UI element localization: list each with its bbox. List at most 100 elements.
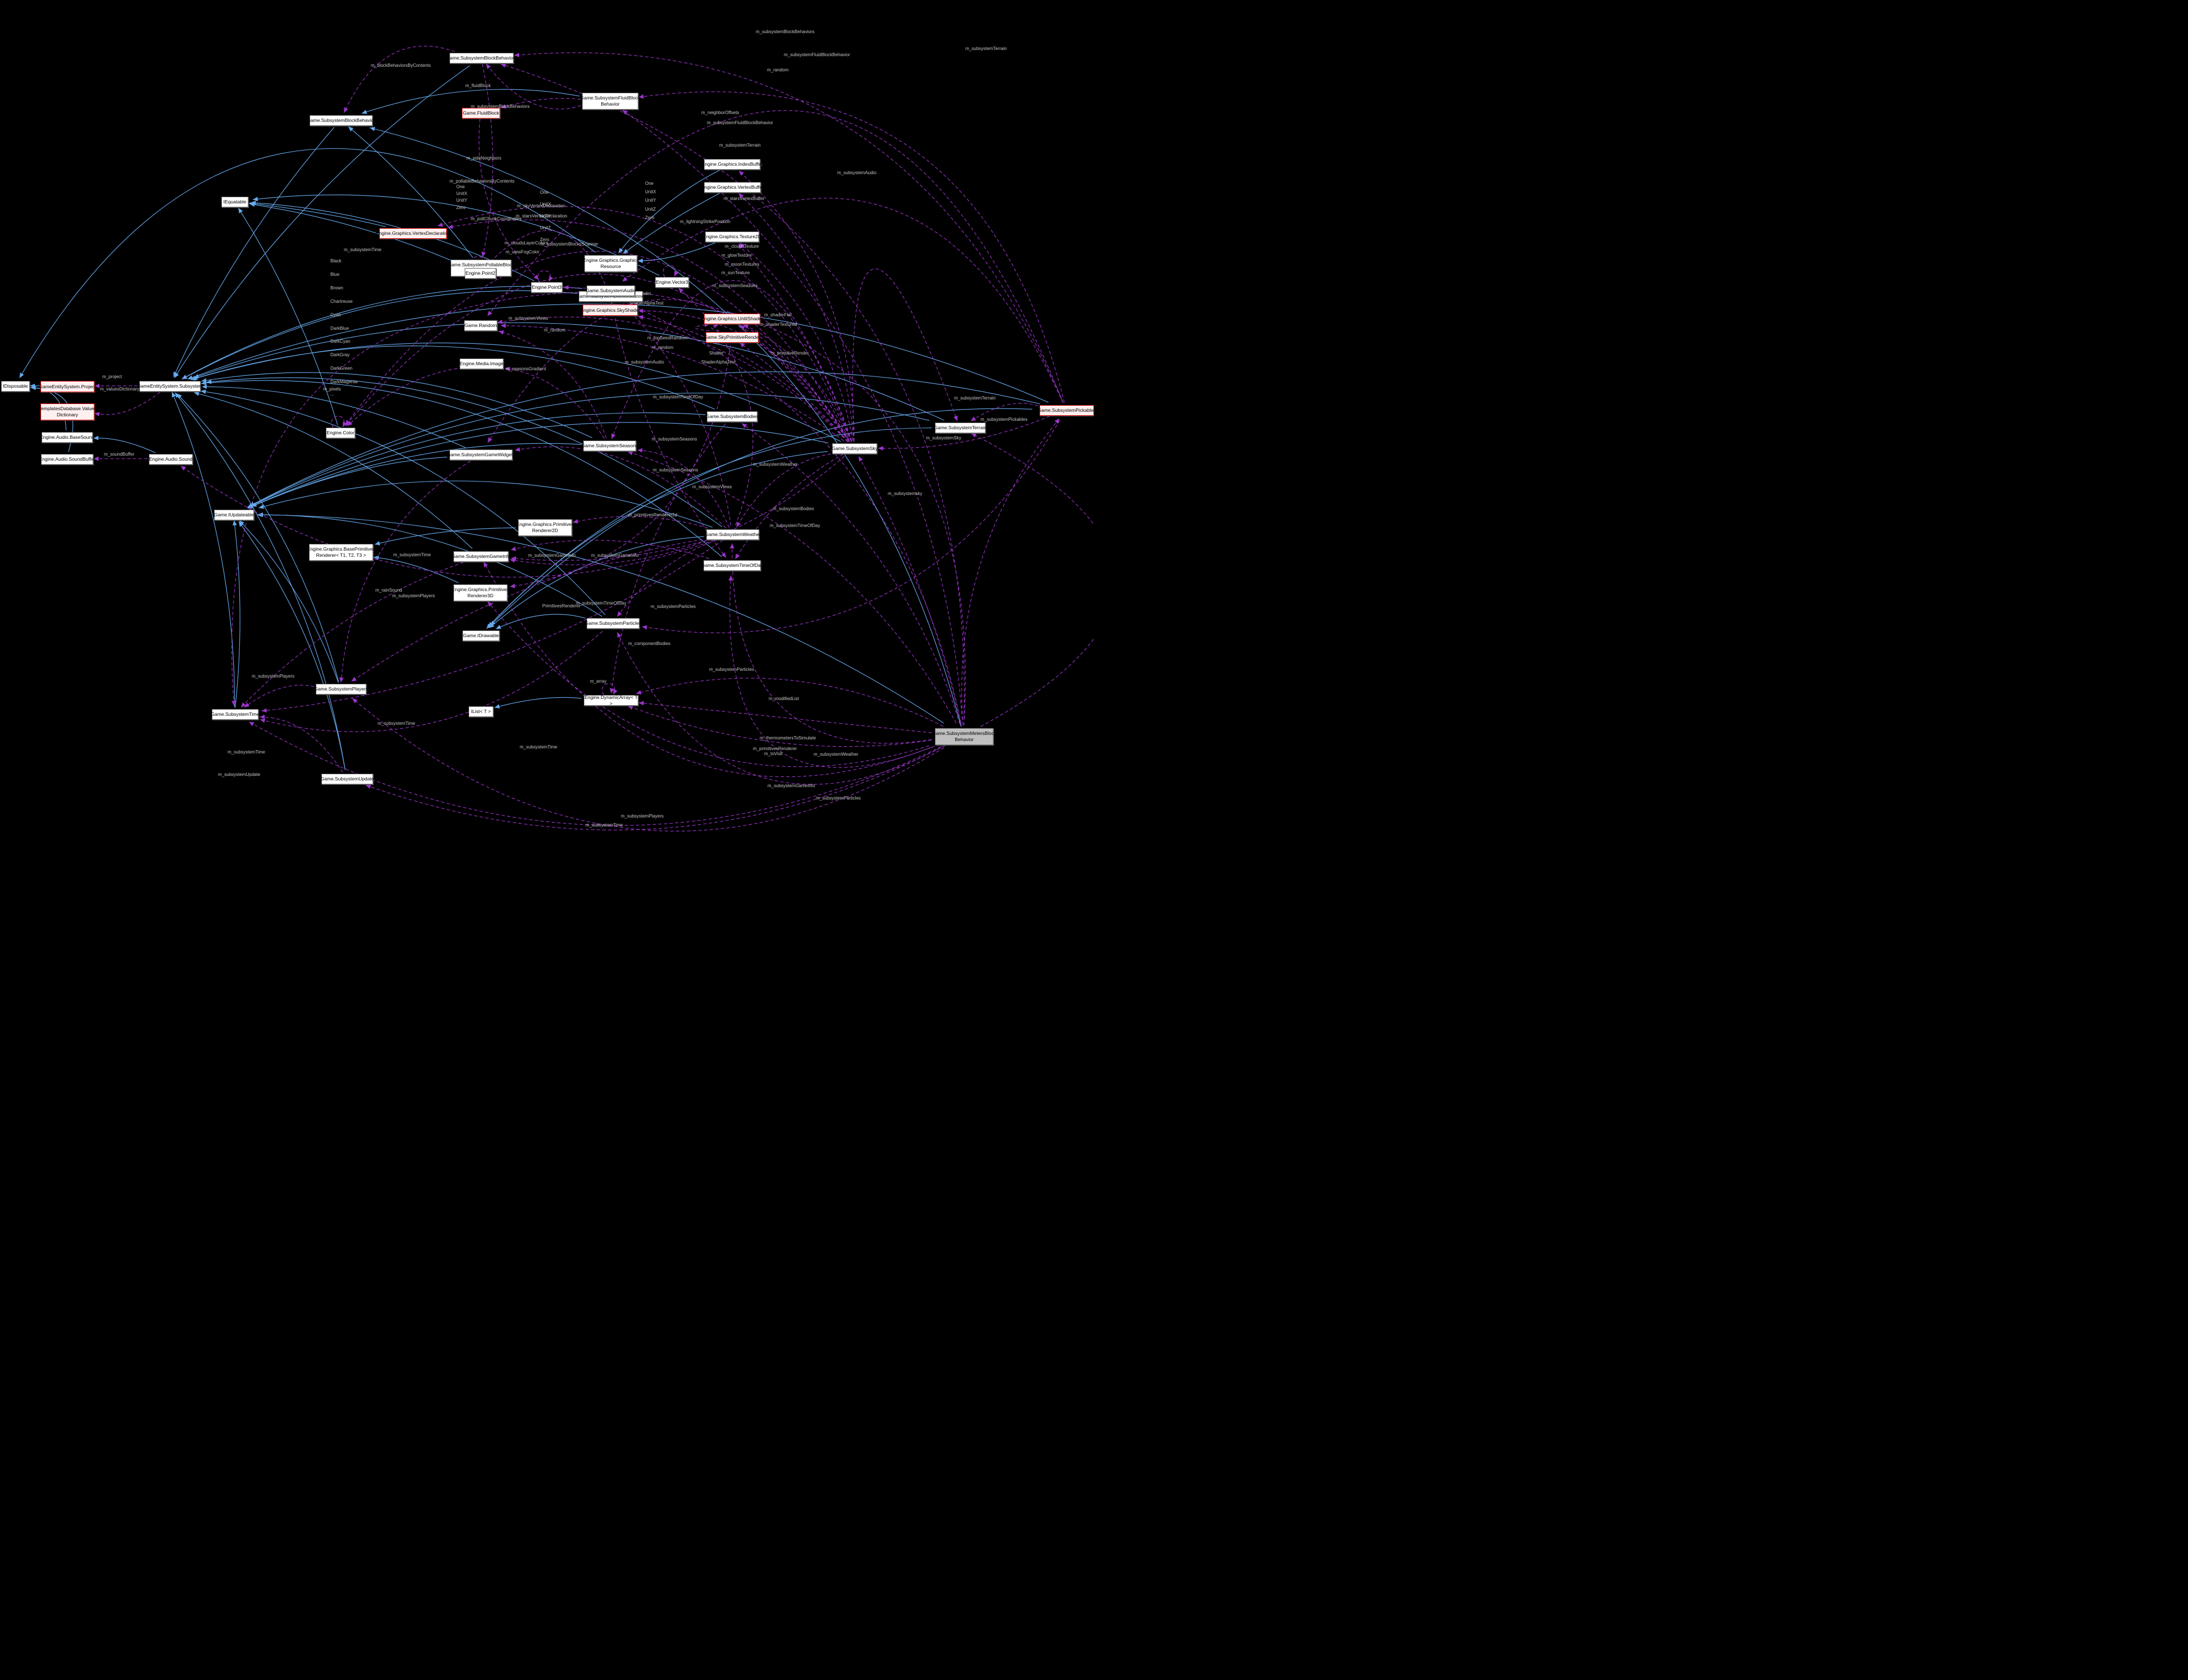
edge-label: m_pixels xyxy=(323,387,341,392)
node-point3[interactable]: Engine.Point3 xyxy=(531,282,562,293)
usage-edge xyxy=(447,219,849,438)
node-primRenderer3d[interactable]: Engine.Graphics.Primitives Renderer3D xyxy=(452,584,509,601)
node-skyShader[interactable]: Engine.Graphics.SkyShader xyxy=(580,305,640,316)
node-fluidBlockBehavior[interactable]: Game.SubsystemFluidBlock Behavior xyxy=(580,93,640,110)
usage-edge xyxy=(563,285,966,719)
edge-label: m_subsystemWeather xyxy=(753,462,798,467)
usage-edge xyxy=(638,701,932,733)
edge-label: One xyxy=(456,184,465,189)
usage-edge xyxy=(505,366,605,439)
edge-label: m_skyVertexDeclaration xyxy=(517,203,566,208)
node-point2[interactable]: Engine.Point2 xyxy=(465,268,496,279)
inheritance-edge xyxy=(247,457,447,509)
node-meters[interactable]: Game.SubsystemMetersBlock Behavior xyxy=(932,728,996,745)
edge-label: m_subsystemPickables xyxy=(980,417,1028,422)
usage-edge xyxy=(743,324,852,442)
usage-edge xyxy=(622,198,1064,403)
edge-label: m_subsystemBlocksScanner xyxy=(541,242,598,247)
usage-edge xyxy=(695,323,710,332)
usage-edge xyxy=(351,539,703,682)
node-terrain[interactable]: Game.SubsystemTerrain xyxy=(934,423,987,433)
node-update[interactable]: Game.SubsystemUpdate xyxy=(321,774,374,784)
usage-edge xyxy=(739,342,849,442)
node-iequatable[interactable]: IEquatable xyxy=(221,197,248,207)
usage-edge xyxy=(180,465,715,578)
node-idrawable[interactable]: Game.IDrawable xyxy=(462,630,500,641)
node-skyPrimitiveRender[interactable]: Game.SkyPrimitiveRender xyxy=(704,332,760,343)
inheritance-edge xyxy=(637,242,717,264)
usage-edge xyxy=(240,562,464,708)
inheritance-edge xyxy=(369,126,961,727)
edge-label: m_subsystemPlayers xyxy=(252,674,295,679)
edge-label: m_subsystemSky xyxy=(926,435,961,441)
node-subsystem[interactable]: GameEntitySystem.Subsystem xyxy=(137,381,203,392)
edge-label: Black xyxy=(330,258,342,264)
node-sky[interactable]: Game.SubsystemSky xyxy=(832,443,878,454)
edge-label: m_subsystemBlockBehaviors xyxy=(756,29,815,34)
node-seasons[interactable]: Game.SubsystemSeasons xyxy=(582,441,638,451)
node-graphicsResource[interactable]: Engine.Graphics.Graphics Resource xyxy=(583,255,639,272)
node-sound[interactable]: Engine.Audio.Sound xyxy=(149,454,193,465)
node-gameInfo[interactable]: Game.SubsystemGameInfo xyxy=(452,551,510,562)
node-soundBuffer[interactable]: Engine.Audio.SoundBuffer xyxy=(39,454,96,465)
inheritance-edge xyxy=(181,286,583,380)
node-primRenderer2d[interactable]: Engine.Graphics.Primitives Renderer2D xyxy=(516,519,574,536)
node-fluidBlock[interactable]: Game.FluidBlock xyxy=(462,108,500,119)
usage-edge xyxy=(483,561,932,777)
edge-label: UnitY xyxy=(540,214,551,219)
node-time[interactable]: Game.SubsystemTime xyxy=(211,709,260,720)
usage-edge xyxy=(485,63,581,110)
edge-label: m_starsVertexDeclaration xyxy=(516,214,568,219)
edge-label: m_subsystemTime xyxy=(585,823,623,828)
node-timeOfDay[interactable]: Game.SubsystemTimeOfDay xyxy=(701,560,763,571)
node-texture2d[interactable]: Engine.Graphics.Texture2D xyxy=(703,231,761,242)
node-indexBuffer[interactable]: Engine.Graphics.IndexBuffer xyxy=(702,159,762,170)
edge-label: UnitZ xyxy=(540,225,551,230)
usage-edge xyxy=(94,392,161,417)
node-baseSound[interactable]: Engine.Audio.BaseSound xyxy=(40,432,94,443)
node-particles[interactable]: Game.SubsystemParticles xyxy=(585,618,641,629)
usage-edge xyxy=(602,683,618,696)
node-blockBehavior[interactable]: Game.SubsystemBlockBehavior xyxy=(307,115,375,126)
inheritance-edge xyxy=(201,372,593,438)
edge-label: m_subsystemTerrain xyxy=(719,143,761,148)
inheritance-edge xyxy=(247,412,706,508)
node-vector3[interactable]: Engine.Vector3 xyxy=(655,277,689,288)
inheritance-edge xyxy=(257,512,944,724)
node-subsystemAudio[interactable]: Game.SubsystemAudio xyxy=(585,285,636,296)
edge-label: DarkCyan xyxy=(330,339,351,344)
node-ilist[interactable]: IList< T > xyxy=(469,706,493,717)
node-vertexDeclaration[interactable]: Engine.Graphics.VertexDeclaration xyxy=(376,228,450,239)
node-basePrimRenderer[interactable]: Engine.Graphics.BasePrimitives Renderer<… xyxy=(307,544,375,561)
node-valuesDictionary[interactable]: TemplatesDatabase.Values Dictionary xyxy=(39,403,96,420)
node-pickables[interactable]: Game.SubsystemPickables xyxy=(1038,405,1094,416)
node-mediaImage[interactable]: Engine.Media.Image xyxy=(460,358,503,369)
edge-label: m_subsystemTimeOfDay xyxy=(576,601,627,606)
node-weather[interactable]: Game.SubsystemWeather xyxy=(705,529,761,540)
node-blockBehaviors[interactable]: Game.SubsystemBlockBehaviors xyxy=(446,53,517,63)
inheritance-edge xyxy=(248,201,387,228)
edge-label: DarkGreen xyxy=(330,366,353,371)
node-random[interactable]: Game.Random xyxy=(464,320,497,331)
node-players[interactable]: Game.SubsystemPlayers xyxy=(314,684,368,694)
edge-label: m_subsystemUpdate xyxy=(218,772,261,777)
node-dynamicArray[interactable]: Engine.DynamicArray< T > xyxy=(584,694,638,706)
node-gameWidgets[interactable]: Game.SubsystemGameWidgets xyxy=(447,449,515,460)
edge-label: UnitX xyxy=(540,202,551,207)
edge-label: m_subsystemsky xyxy=(888,491,923,496)
inheritance-edge xyxy=(239,520,339,683)
edge-label: m_subsystemTime xyxy=(344,247,382,252)
node-idisposable[interactable]: IDisposable xyxy=(1,381,30,392)
edge-label: m_subsystemGameInfo xyxy=(591,553,639,558)
node-color[interactable]: Engine.Color xyxy=(326,428,355,438)
usage-edge xyxy=(437,206,852,442)
node-bodies[interactable]: Game.SubsystemBodies xyxy=(706,411,759,422)
edge-label: m_subsystemViews xyxy=(692,484,732,489)
node-iupdateable[interactable]: Game.IUpdateable xyxy=(214,510,254,520)
node-vertexBuffer[interactable]: Engine.Graphics.VertexBuffer xyxy=(701,182,764,193)
node-unlitShader[interactable]: Engine.Graphics.UnlitShader xyxy=(701,314,763,324)
usage-edge xyxy=(711,323,720,332)
node-project[interactable]: GameEntitySystem.Project xyxy=(39,381,96,392)
usage-edge xyxy=(622,110,963,720)
